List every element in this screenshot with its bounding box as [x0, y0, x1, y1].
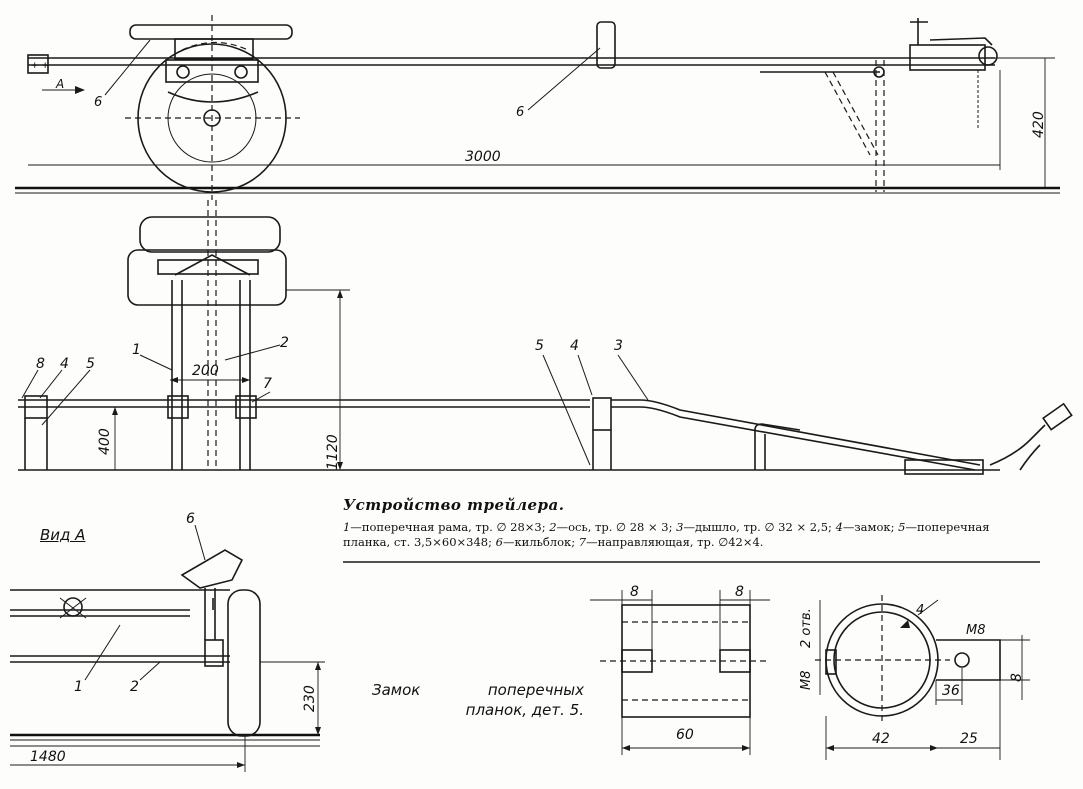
caption-item-1: 1—поперечная рама, тр. ∅ 28×3; — [343, 520, 546, 534]
callout-8: 8 — [36, 356, 45, 372]
svg-text:+ +: + + — [31, 61, 49, 71]
caption-item-3: 3—дышло, тр. ∅ 32 × 2,5; — [676, 520, 832, 534]
height-dimension-420: 420 — [1031, 111, 1047, 138]
height-dimension-1120: 1120 — [325, 434, 341, 470]
frame-height-dimension-400: 400 — [97, 428, 113, 455]
callout-6-side-right: 6 — [516, 105, 525, 120]
lock-dim-25: 25 — [960, 731, 978, 747]
callout-3: 3 — [614, 338, 623, 354]
callout-5-left: 5 — [86, 356, 95, 372]
callout-4-right: 4 — [570, 338, 579, 354]
caption-item-6: 6—кильблок; — [495, 535, 576, 549]
lock-detail — [590, 590, 1030, 760]
caption-item-5: 5—поперечная планка, ст. 3,5×60×348; — [343, 520, 990, 549]
lock-dim-m8-right: M8 — [966, 623, 986, 638]
lock-dim-42: 42 — [872, 731, 890, 747]
view-arrow-label: A — [56, 77, 65, 91]
lock-dim-2-holes: 2 отв. — [799, 608, 814, 648]
callout-6-side-left: 6 — [94, 95, 103, 110]
lock-dim-4: 4 — [916, 603, 925, 618]
lock-caption: Замок поперечных планок, дет. 5. — [372, 681, 584, 719]
caption-item-7: 7—направляющая, тр. ∅42×4. — [578, 535, 764, 549]
elevation-view — [18, 200, 1073, 563]
lock-dim-8-side: 8 — [1009, 673, 1025, 682]
lock-dim-36: 36 — [942, 683, 960, 699]
view-a-callout-2: 2 — [130, 679, 139, 695]
lock-dim-8-right: 8 — [735, 584, 744, 600]
lock-dim-m8-left: M8 — [799, 670, 814, 691]
caption-item-4: 4—замок; — [835, 520, 895, 534]
callout-7: 7 — [263, 376, 272, 392]
caption-body: 1—поперечная рама, тр. ∅ 28×3; 2—ось, тр… — [343, 520, 1038, 550]
view-a-callout-1: 1 — [74, 679, 83, 695]
caption-title: Устройство трейлера. — [343, 496, 565, 514]
callout-5-right: 5 — [535, 338, 544, 354]
callout-1: 1 — [132, 342, 141, 358]
view-a — [10, 524, 325, 772]
view-a-dimension-230: 230 — [302, 685, 318, 712]
lock-dim-8-left: 8 — [630, 584, 639, 600]
callout-2: 2 — [280, 335, 289, 351]
length-dimension-3000: 3000 — [465, 149, 501, 165]
track-dimension-200: 200 — [192, 363, 219, 379]
callout-4-left: 4 — [60, 356, 69, 372]
view-a-title: Вид А — [40, 526, 86, 544]
lock-dim-60: 60 — [676, 727, 694, 743]
side-view: + + — [15, 15, 1060, 200]
view-a-callout-6: 6 — [186, 511, 195, 527]
caption-item-2: 2—ось, тр. ∅ 28 × 3; — [549, 520, 673, 534]
view-a-dimension-1480: 1480 — [30, 749, 66, 765]
